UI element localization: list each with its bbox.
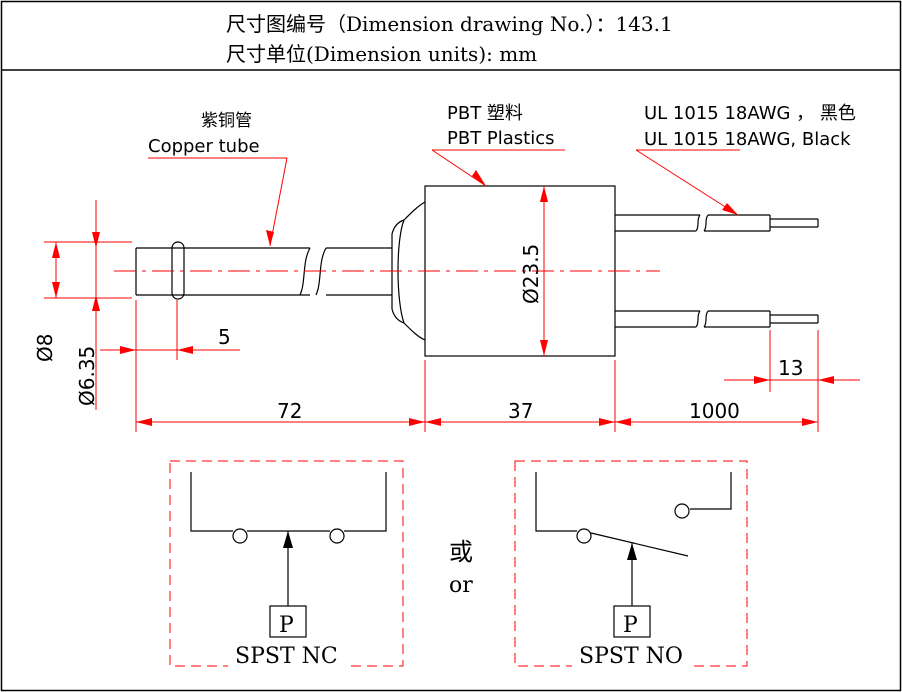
nc-p-label: P (279, 613, 294, 638)
wire-label-cn: UL 1015 18AWG ， 黑色 (644, 103, 856, 124)
dim-5: 5 (218, 325, 231, 349)
dim-d635: Ø6.35 (75, 346, 99, 406)
lead-wires (615, 214, 819, 328)
copper-label-en: Copper tube (148, 136, 260, 157)
dim-72: 72 (277, 399, 302, 423)
dim-d235: Ø23.5 (519, 244, 543, 304)
dim-d8: Ø8 (33, 334, 57, 362)
dimension-lines (44, 186, 860, 432)
wire-label-en: UL 1015 18AWG, Black (644, 129, 851, 150)
or-label-en: or (449, 573, 473, 598)
leader-lines (148, 149, 740, 247)
pbt-label-en: PBT Plastics (447, 128, 555, 149)
dimension-units: 尺寸单位(Dimension units): mm (226, 42, 537, 66)
nc-label: SPST NC (235, 644, 338, 669)
no-label: SPST NO (579, 644, 683, 669)
pbt-label-cn: PBT 塑料 (447, 103, 523, 124)
copper-label-cn: 紫铜管 (201, 111, 252, 131)
switch-nc-diagram: P SPST NC (169, 460, 404, 669)
drawing-number: 尺寸图编号（Dimension drawing No.）：143.1 (226, 12, 673, 36)
switch-no-diagram: P SPST NO (514, 460, 748, 669)
dim-37: 37 (508, 399, 533, 423)
dim-1000: 1000 (689, 399, 740, 423)
dim-13: 13 (778, 356, 803, 380)
or-label-cn: 或 (449, 538, 473, 566)
no-p-label: P (623, 613, 638, 638)
